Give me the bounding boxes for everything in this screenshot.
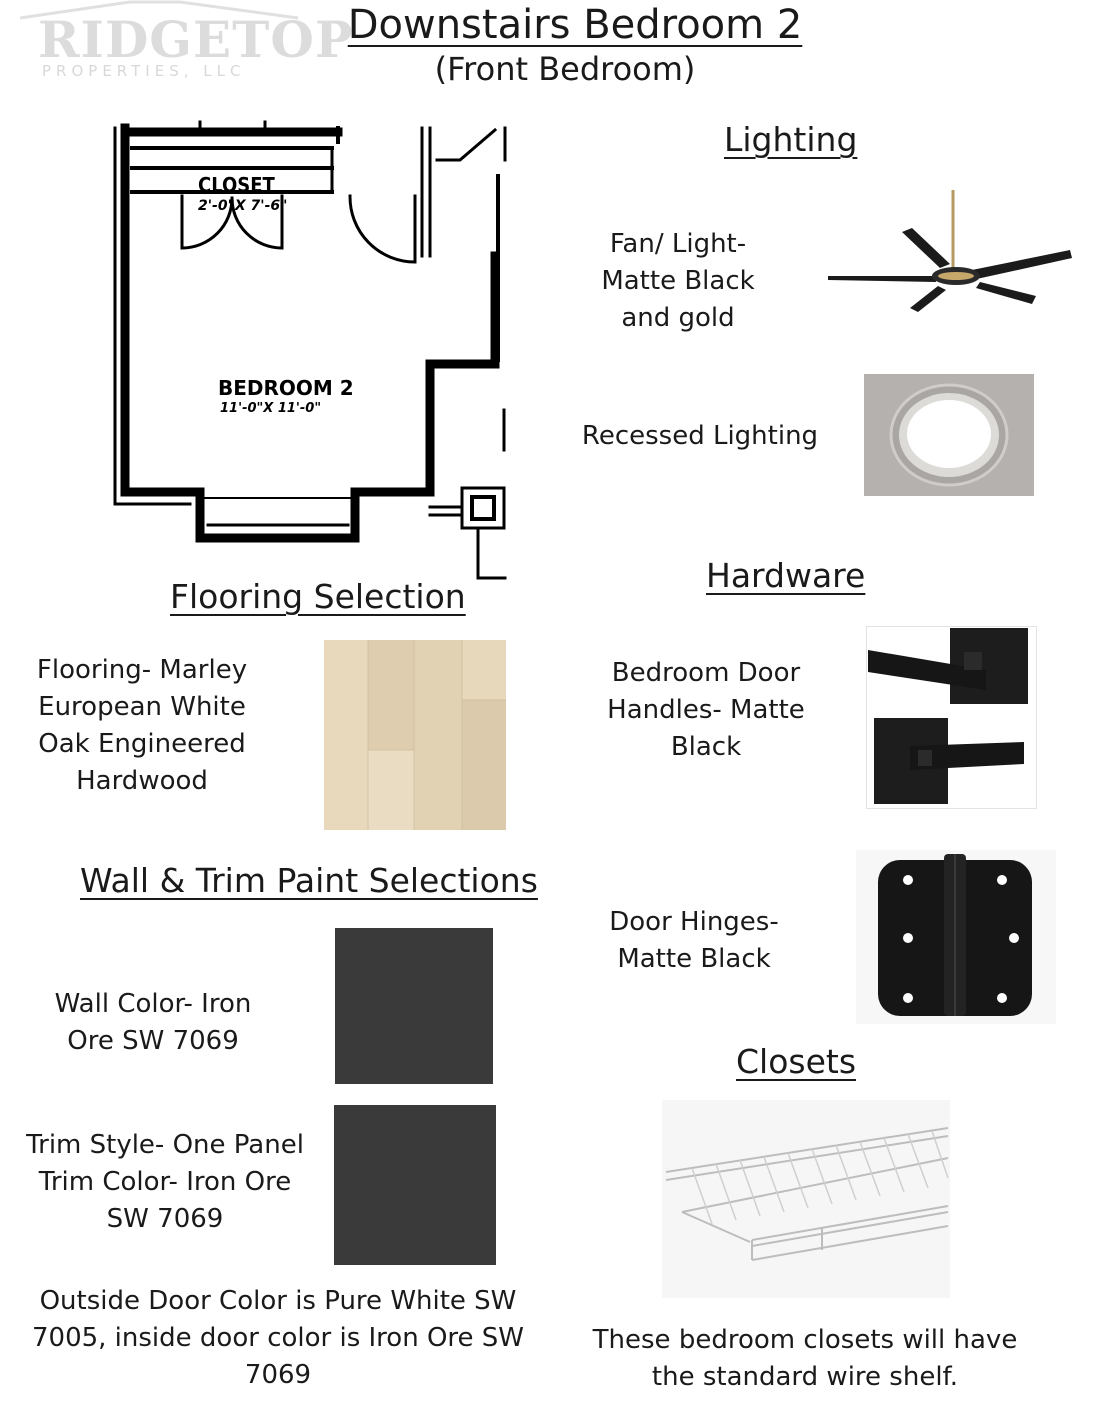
page-subtitle: (Front Bedroom) — [434, 50, 696, 88]
flooring-heading: Flooring Selection — [170, 577, 466, 616]
closet-label: CLOSET — [198, 173, 276, 197]
door-handle-icon — [866, 626, 1037, 809]
door-color-note: Outside Door Color is Pure White SW 7005… — [31, 1286, 525, 1390]
hinges-label: Door Hinges- Matte Black — [609, 907, 779, 974]
flooring-sample-icon — [324, 640, 506, 830]
door-hinge-icon — [856, 850, 1056, 1024]
hardware-heading: Hardware — [706, 556, 866, 595]
closet-note: These bedroom closets will have the stan… — [592, 1325, 1018, 1392]
page-title: Downstairs Bedroom 2 — [347, 2, 803, 48]
wall-color-swatch — [335, 928, 493, 1084]
recessed-light-icon — [864, 374, 1034, 496]
floor-plan: CLOSET 2'-0"X 7'-6" BEDROOM 2 11'-0"X 11… — [113, 120, 507, 580]
flooring-label: Flooring- Marley European White Oak Engi… — [36, 655, 248, 796]
logo: RIDGETOP PROPERTIES, LLC — [20, 0, 352, 90]
paint-heading: Wall & Trim Paint Selections — [80, 861, 538, 900]
logo-roof-icon — [20, 0, 299, 20]
trim-label: Trim Style- One Panel Trim Color- Iron O… — [26, 1130, 304, 1234]
logo-sub: PROPERTIES, LLC — [42, 62, 246, 80]
ceiling-fan-icon — [828, 190, 1072, 312]
bedroom-label: BEDROOM 2 — [218, 376, 354, 400]
closets-heading: Closets — [736, 1042, 857, 1081]
bedroom-dims: 11'-0"X 11'-0" — [220, 401, 321, 416]
trim-color-swatch — [334, 1105, 496, 1265]
lighting-heading: Lighting — [724, 120, 858, 159]
fan-label: Fan/ Light- Matte Black and gold — [601, 229, 755, 333]
handles-label: Bedroom Door Handles- Matte Black — [607, 658, 805, 762]
wire-shelf-icon — [662, 1100, 950, 1298]
wall-color-label: Wall Color- Iron Ore SW 7069 — [54, 989, 252, 1056]
recessed-label: Recessed Lighting — [581, 421, 819, 451]
closet-dims: 2'-0"X 7'-6" — [198, 198, 287, 214]
logo-name: RIDGETOP — [38, 10, 354, 69]
